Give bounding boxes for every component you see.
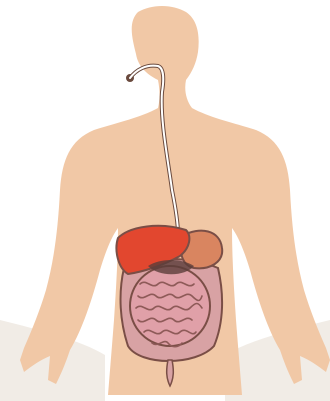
rectum [167,360,174,386]
